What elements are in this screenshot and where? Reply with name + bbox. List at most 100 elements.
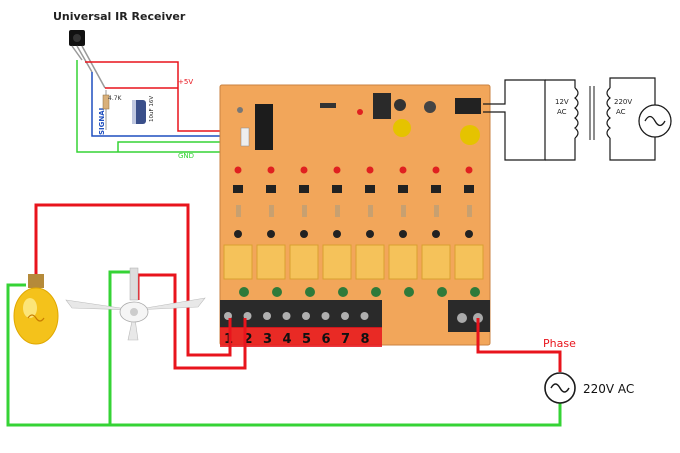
power-terminal: [448, 300, 490, 332]
channel-label: 5: [302, 332, 311, 347]
flyback-diode: [437, 287, 447, 297]
primary-label-1: 220V: [614, 98, 632, 106]
channel-label: 2: [244, 332, 253, 347]
terminal-screw: [341, 312, 349, 320]
gnd-wire: [76, 60, 247, 153]
driver-resistor: [467, 205, 472, 217]
led-row: [234, 166, 473, 174]
driver-transistor: [464, 185, 474, 193]
relay: [388, 244, 418, 280]
driver-transistor: [365, 185, 375, 193]
flyback-diode: [470, 287, 480, 297]
vcc-wire: [85, 61, 247, 132]
relay: [223, 244, 253, 280]
transistor: [465, 230, 473, 238]
relay-board: [219, 84, 491, 346]
terminal-screw: [282, 312, 291, 320]
ir-receiver-icon: [69, 30, 106, 89]
channel-label: 8: [361, 332, 370, 347]
flyback-diode: [371, 287, 381, 297]
transistor: [399, 230, 407, 238]
driver-transistor: [398, 185, 408, 193]
dc-jack: [455, 98, 481, 114]
ac-source-icon: [638, 104, 672, 138]
capacitor-label: 10uF 16V: [149, 96, 155, 122]
flyback-diode: [338, 287, 348, 297]
channel-label: 4: [283, 332, 292, 347]
relay-row: [223, 244, 484, 280]
channel-led: [432, 166, 440, 174]
channel-led: [366, 166, 374, 174]
driver-transistor: [233, 185, 243, 193]
channel-led: [300, 166, 308, 174]
secondary-label-1: 12V: [555, 98, 569, 106]
fan-neutral-wire: [108, 270, 130, 425]
driver-transistor: [332, 185, 342, 193]
phase-label: Phase: [543, 337, 576, 350]
channel-led: [267, 166, 275, 174]
driver-transistor: [431, 185, 441, 193]
microcontroller-ic: [255, 104, 273, 150]
channel-label: 6: [322, 332, 331, 347]
channel-led: [333, 166, 341, 174]
transistor: [234, 230, 242, 238]
primary-label-2: AC: [616, 108, 626, 116]
relay: [256, 244, 286, 280]
flyback-diode: [272, 287, 282, 297]
transformer-icon: [545, 77, 656, 161]
terminal-screw: [321, 312, 330, 320]
flyback-diode: [239, 287, 249, 297]
mains-label: 220V AC: [583, 382, 634, 396]
channel-label: 7: [341, 332, 350, 347]
gnd-label: GND: [178, 152, 194, 160]
vcc-label: +5V: [178, 78, 193, 86]
gnd-branch-wire: [117, 141, 247, 152]
flyback-diode: [305, 287, 315, 297]
bulb-live-wire: [34, 203, 232, 357]
channel-led: [465, 166, 473, 174]
relay: [421, 244, 451, 280]
relay: [322, 244, 352, 280]
driver-resistor: [401, 205, 406, 217]
capacitor: [132, 100, 146, 124]
driver-row: [233, 185, 474, 238]
driver-transistor: [266, 185, 276, 193]
channel-led: [234, 166, 242, 174]
channel-led: [399, 166, 407, 174]
mains-source-icon: [544, 372, 576, 404]
flyback-diode: [404, 287, 414, 297]
bulb-icon: [13, 274, 59, 345]
terminal-screw: [263, 312, 271, 320]
capacitor-yellow: [393, 119, 411, 137]
terminal-screw: [360, 312, 369, 320]
diode-row: [239, 287, 480, 297]
driver-resistor: [236, 205, 241, 217]
driver-resistor: [269, 205, 274, 217]
phase-wire: [476, 318, 562, 372]
signal-wire: [91, 72, 247, 137]
diagram-title: Universal IR Receiver: [53, 10, 186, 23]
driver-resistor: [368, 205, 373, 217]
channel-label: 3: [263, 332, 272, 347]
relay: [355, 244, 385, 280]
resistor: [102, 90, 110, 130]
driver-resistor: [335, 205, 340, 217]
transistor: [300, 230, 308, 238]
relay: [454, 244, 484, 280]
transistor: [333, 230, 341, 238]
driver-resistor: [302, 205, 307, 217]
relay: [289, 244, 319, 280]
driver-resistor: [434, 205, 439, 217]
transistor: [366, 230, 374, 238]
ceiling-fan-icon: [65, 267, 206, 341]
terminal-screw: [302, 312, 310, 320]
secondary-label-2: AC: [557, 108, 567, 116]
neutral-wire: [6, 283, 562, 427]
driver-transistor: [299, 185, 309, 193]
transistor: [432, 230, 440, 238]
transistor: [267, 230, 275, 238]
resistor-label: 4.7K: [108, 95, 123, 102]
signal-label: SIGNAL: [98, 105, 106, 135]
